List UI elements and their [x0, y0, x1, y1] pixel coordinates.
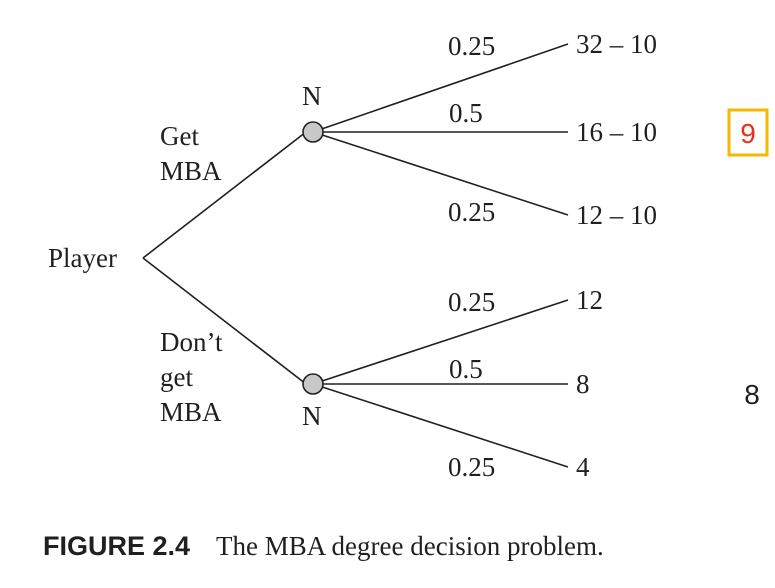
payoff-upper-3: 12 – 10 — [576, 200, 657, 230]
node-label-lower: N — [302, 401, 322, 431]
prob-lower-2: 0.5 — [449, 354, 483, 384]
branch-label-dont-line-1: Don’t — [160, 327, 223, 357]
prob-lower-3: 0.25 — [448, 452, 495, 482]
branch-label-get-line-1: Get — [160, 121, 199, 151]
annotation-badge-box — [727, 108, 769, 157]
edge-lower-outcome-1 — [312, 299, 569, 385]
branch-label-dont-line-3: MBA — [160, 397, 222, 427]
edge-dont-get-mba — [142, 257, 307, 385]
figure-caption-text: The MBA degree decision problem. — [216, 531, 604, 561]
branch-label-get-line-2: MBA — [160, 156, 222, 186]
annotation-side-value: 8 — [744, 379, 760, 410]
payoff-upper-1: 32 – 10 — [576, 29, 657, 59]
prob-upper-3: 0.25 — [448, 197, 495, 227]
prob-upper-2: 0.5 — [449, 98, 483, 128]
annotation-badge-value: 9 — [740, 118, 756, 149]
prob-lower-1: 0.25 — [448, 287, 495, 317]
node-label-upper: N — [302, 81, 322, 111]
edge-upper-outcome-1 — [312, 43, 569, 133]
payoff-lower-3: 4 — [576, 452, 590, 482]
payoff-lower-1: 12 — [576, 285, 603, 315]
chance-node-lower — [302, 373, 324, 395]
chance-node-upper — [302, 121, 324, 143]
edge-upper-outcome-3 — [312, 131, 569, 216]
edge-get-mba — [142, 131, 307, 259]
root-label: Player — [48, 243, 117, 273]
edge-lower-outcome-3 — [312, 383, 569, 468]
branch-label-dont-line-2: get — [160, 362, 193, 392]
figure-caption: FIGURE 2.4 The MBA degree decision probl… — [43, 531, 604, 561]
payoff-upper-2: 16 – 10 — [576, 117, 657, 147]
figure-number: FIGURE 2.4 — [43, 531, 190, 561]
payoff-lower-2: 8 — [576, 369, 590, 399]
prob-upper-1: 0.25 — [448, 31, 495, 61]
